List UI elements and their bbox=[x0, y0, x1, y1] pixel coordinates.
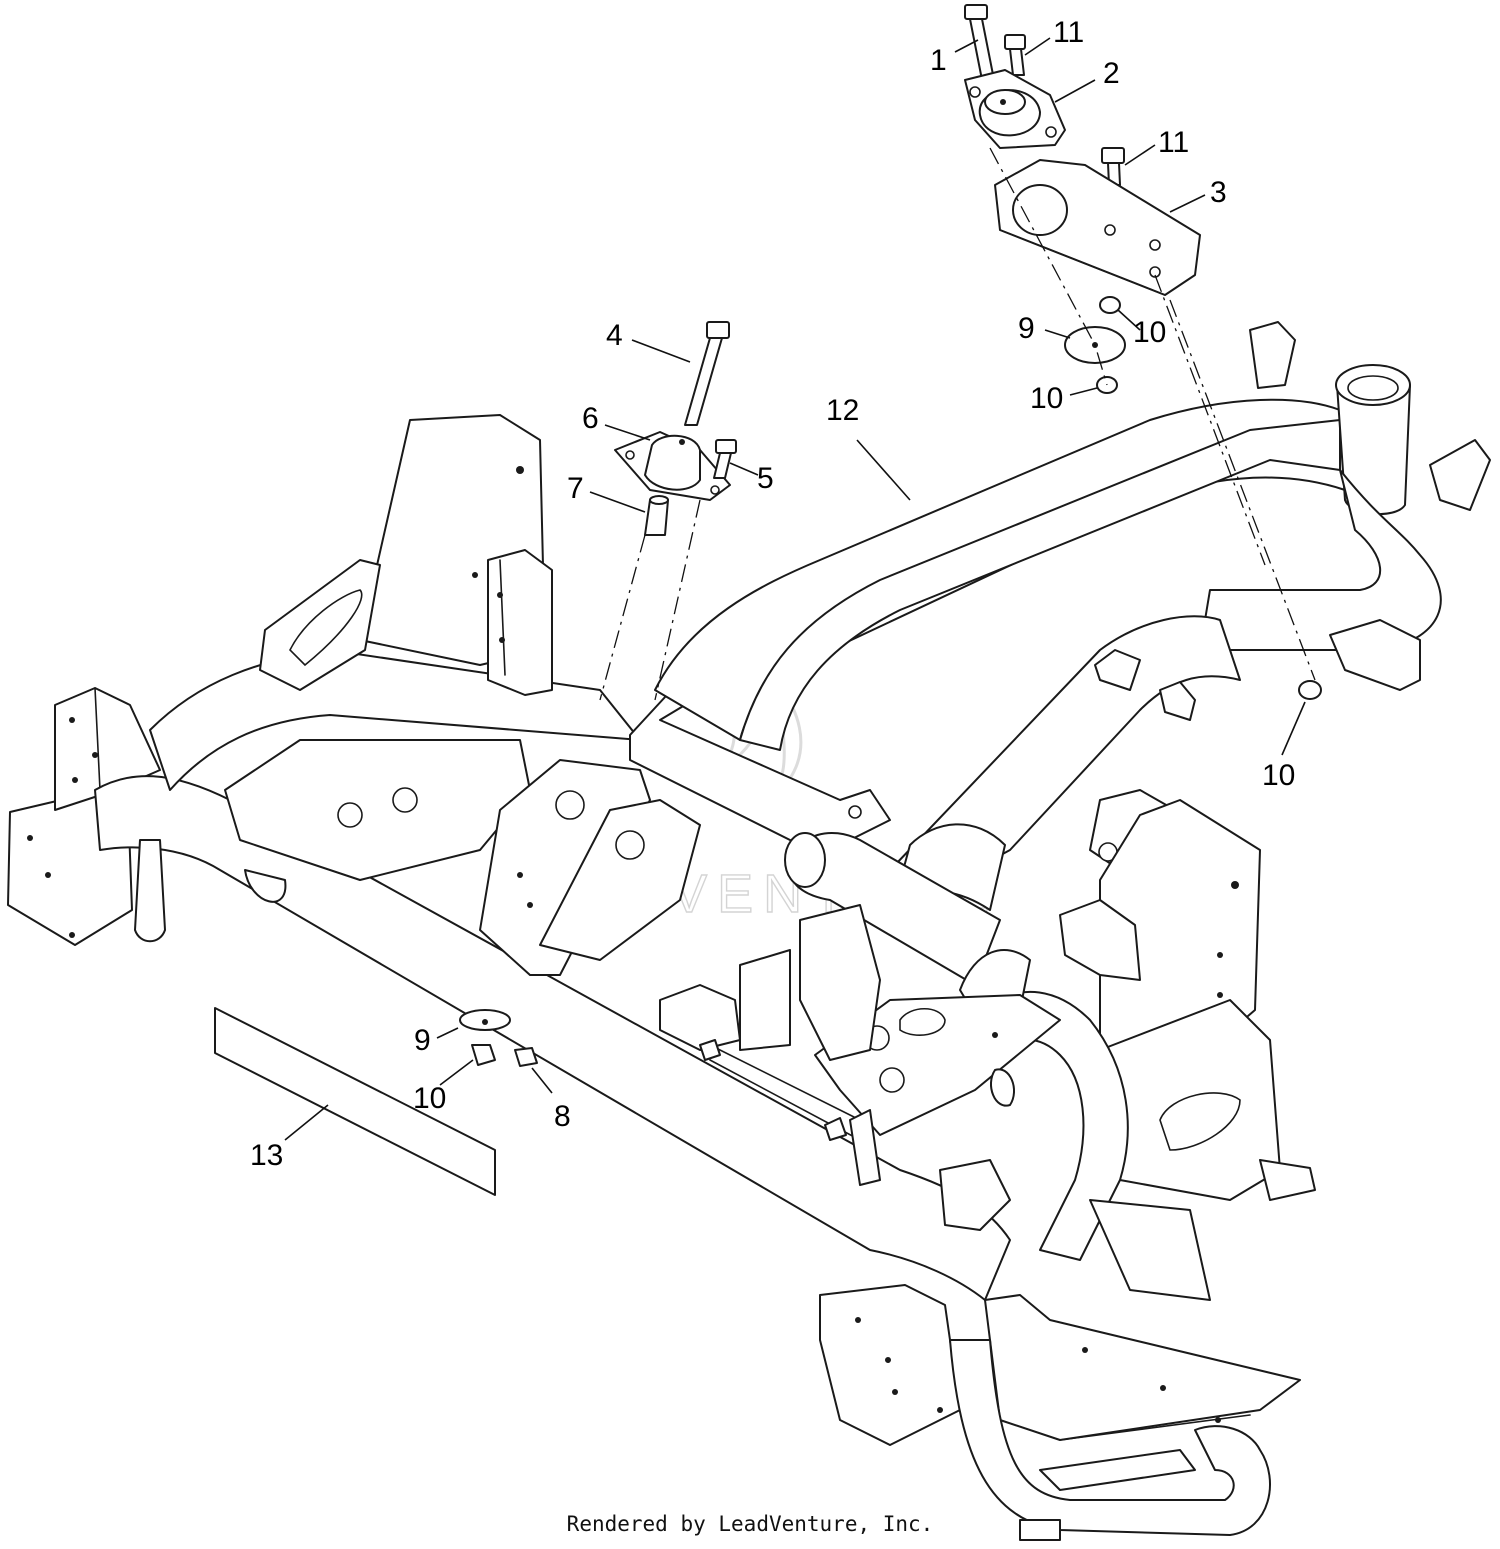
callout-11: 11 bbox=[1158, 126, 1189, 159]
part-13-decal bbox=[214, 1007, 496, 1196]
part-5-bolt bbox=[713, 439, 737, 479]
callout-labels: 1 11 2 11 3 9 10 10 4 6 5 7 12 10 9 10 8… bbox=[250, 16, 1295, 1172]
callout-1: 1 bbox=[930, 44, 947, 77]
part-2-isolator-mount bbox=[964, 69, 1066, 149]
callout-10: 10 bbox=[1030, 382, 1063, 415]
part-10-nut-right bbox=[1298, 680, 1322, 700]
callout-13: 13 bbox=[250, 1139, 283, 1172]
part-9-washer-lower bbox=[459, 1009, 511, 1031]
part-10-nut-upper-a bbox=[1099, 296, 1121, 314]
callout-4: 4 bbox=[606, 319, 623, 352]
callout-11: 11 bbox=[1053, 16, 1084, 49]
callout-2: 2 bbox=[1103, 57, 1120, 90]
footer-credit: Rendered by LeadVenture, Inc. bbox=[566, 1512, 934, 1536]
main-frame bbox=[7, 321, 1491, 1541]
part-4-bolt bbox=[684, 321, 730, 426]
callout-3: 3 bbox=[1210, 176, 1227, 209]
leader-lines bbox=[284, 37, 1306, 1141]
callout-9: 9 bbox=[1018, 312, 1035, 345]
part-6-isolator-mount bbox=[614, 431, 731, 501]
callout-9: 9 bbox=[414, 1024, 431, 1057]
part-3-mount-plate bbox=[994, 159, 1201, 296]
part-8-nut bbox=[514, 1047, 538, 1067]
center-lines bbox=[599, 147, 1316, 701]
callout-10: 10 bbox=[1262, 759, 1295, 792]
part-10-nut-lower bbox=[471, 1044, 496, 1066]
part-11-bolt-top bbox=[1004, 34, 1026, 76]
part-7-spacer bbox=[644, 495, 669, 536]
callout-12: 12 bbox=[826, 394, 859, 427]
callout-8: 8 bbox=[554, 1100, 571, 1133]
callout-10: 10 bbox=[1133, 316, 1166, 349]
callout-10: 10 bbox=[413, 1082, 446, 1115]
part-11-bolt-second bbox=[1101, 147, 1125, 186]
callout-5: 5 bbox=[757, 462, 774, 495]
callout-7: 7 bbox=[567, 472, 584, 505]
callout-6: 6 bbox=[582, 402, 599, 435]
